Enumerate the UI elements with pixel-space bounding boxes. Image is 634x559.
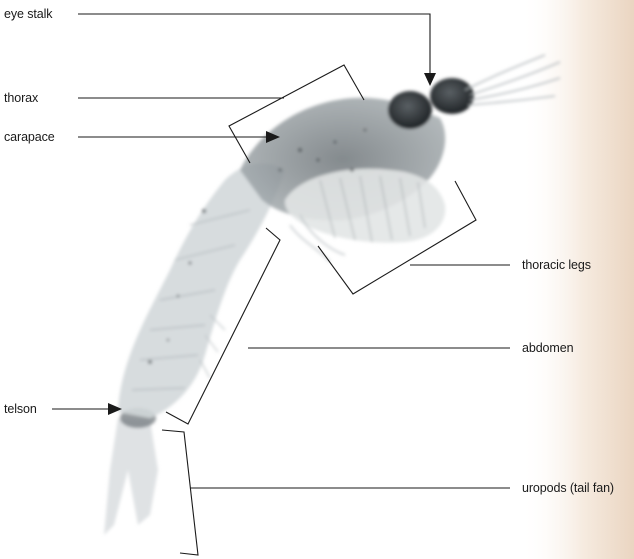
label-eye-stalk: eye stalk xyxy=(4,7,53,21)
abdomen-shape xyxy=(118,163,285,418)
eye-1 xyxy=(388,91,432,129)
label-uropods: uropods (tail fan) xyxy=(522,481,614,495)
eye-stalk-leader xyxy=(78,14,430,80)
side-panel-background xyxy=(520,0,634,559)
eye-stalk-arrowhead xyxy=(424,73,436,86)
label-carapace: carapace xyxy=(4,130,55,144)
uropods-bracket xyxy=(162,430,198,555)
krill-specimen xyxy=(104,55,560,535)
label-thorax: thorax xyxy=(4,91,39,105)
label-abdomen: abdomen xyxy=(522,341,574,355)
eye-2 xyxy=(430,78,474,114)
uropod-shape xyxy=(104,418,158,535)
label-thoracic-legs: thoracic legs xyxy=(522,258,591,272)
label-telson: telson xyxy=(4,402,37,416)
